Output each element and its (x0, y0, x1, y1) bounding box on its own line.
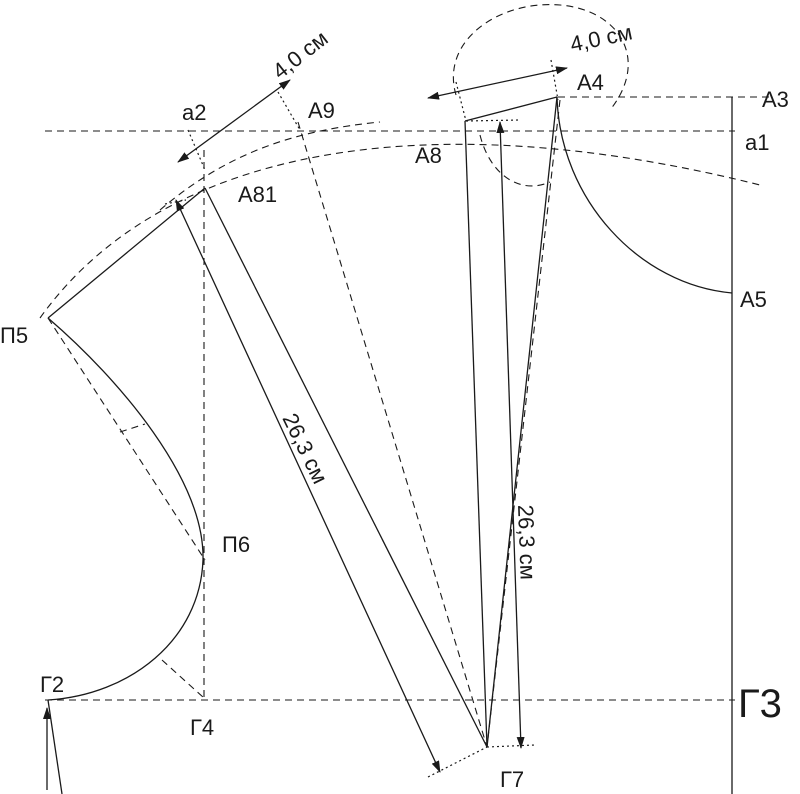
label-a5: A5 (740, 287, 767, 312)
arrow-left-length (175, 199, 441, 773)
point-labels: a2 A9 A81 A8 A4 A3 a1 A5 П5 П6 Г2 Г4 Г3 … (0, 70, 789, 792)
sleeve-cap-arc (39, 143, 761, 319)
dotted-a8-ext (455, 81, 467, 122)
label-g4: Г4 (190, 715, 214, 740)
line-a9-g7 (297, 121, 488, 748)
dim-label-right-length: 26,3 см (513, 504, 541, 580)
label-g3: Г3 (738, 682, 782, 726)
dim-label-right-opening: 4,0 см (568, 19, 635, 57)
arrow-left-opening (177, 79, 291, 163)
line-g2-down (47, 699, 63, 794)
dotted-a8-right (465, 119, 521, 122)
arrow-right-opening (427, 66, 568, 100)
dotted-lines (164, 59, 559, 778)
armhole-guide-1 (47, 317, 206, 561)
line-a81-g7 (204, 187, 488, 748)
line-p5-a81 (47, 187, 206, 319)
outline-lines (47, 96, 733, 794)
dotted-a9-ext (277, 91, 301, 131)
label-a2: a2 (182, 100, 206, 125)
neckline-curve-a4-a5 (556, 96, 733, 294)
label-g7: Г7 (500, 767, 524, 792)
label-p6: П6 (222, 532, 250, 557)
dim-label-left-opening: 4,0 см (268, 26, 333, 84)
arrow-right-length (496, 121, 525, 749)
dotted-a2-ext (187, 129, 206, 171)
label-a1: a1 (745, 130, 769, 155)
dimension-arrows (43, 66, 568, 790)
dim-label-left-length: 26,3 см (278, 409, 333, 487)
dotted-a81-short (164, 199, 187, 205)
dotted-g7-right (486, 744, 536, 748)
armhole-curve-p5-p6 (47, 317, 204, 561)
armhole-guide-2 (119, 423, 146, 433)
label-a9: A9 (308, 98, 335, 123)
label-a4: A4 (577, 70, 604, 95)
label-p5: П5 (0, 323, 28, 348)
dart-swing-arc-lower (479, 134, 551, 187)
label-a81: A81 (238, 182, 277, 207)
line-a8-g7-left (464, 120, 488, 748)
label-a3: A3 (762, 87, 789, 112)
dotted-g7-bottom (427, 746, 488, 778)
armhole-curve-p6-g2 (47, 559, 204, 701)
label-a8: A8 (415, 143, 442, 168)
label-g2: Г2 (40, 672, 64, 697)
construction-lines (39, 4, 770, 748)
dart-swing-arc (453, 4, 629, 111)
line-a4-g7 (486, 96, 558, 748)
line-a8-a4 (464, 96, 558, 122)
armhole-guide-3 (161, 659, 205, 699)
dotted-a4-ext (550, 59, 559, 101)
